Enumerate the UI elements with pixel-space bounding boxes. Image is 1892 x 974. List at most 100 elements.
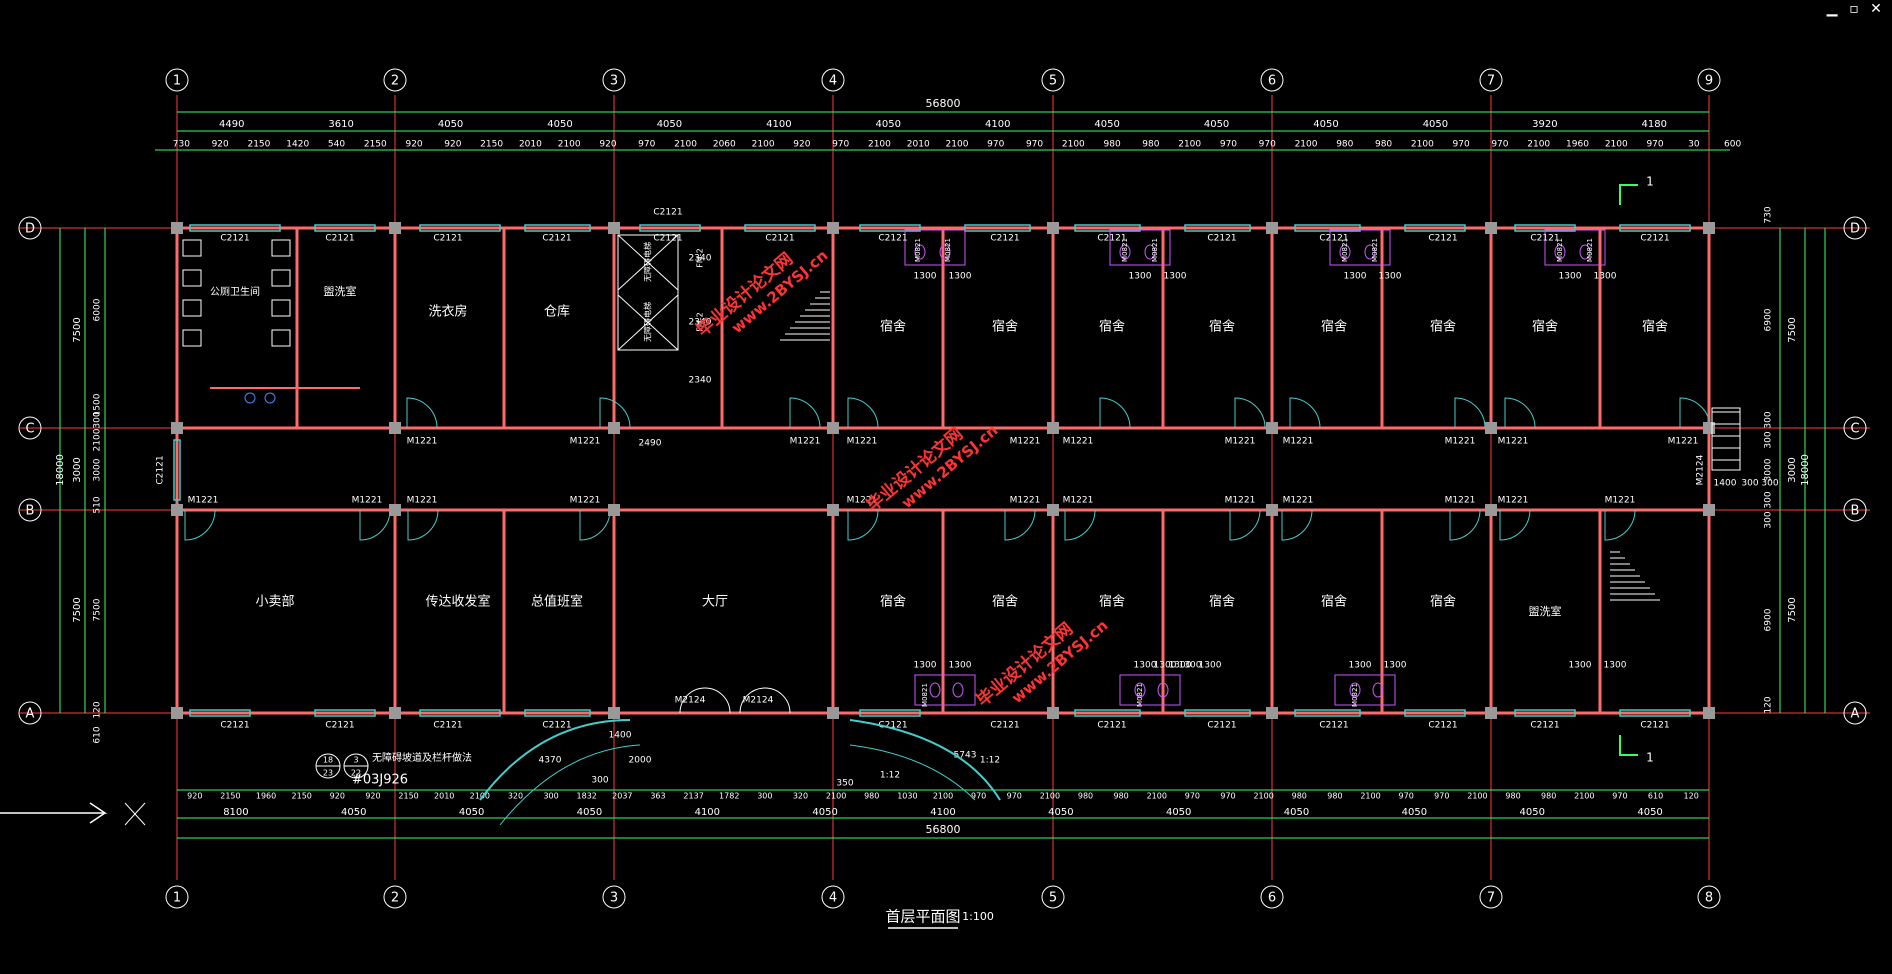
tag-door: M1221: [407, 496, 438, 506]
close-button[interactable]: ✕: [1870, 1, 1882, 17]
minimize-button[interactable]: ▁: [1826, 1, 1838, 17]
column: [827, 504, 839, 516]
column: [1047, 422, 1059, 434]
room-dorm: 宿舍: [1430, 319, 1456, 335]
tag-fire: FM-2: [696, 248, 705, 267]
room-hall: 大厅: [702, 595, 728, 610]
dim-misc: 1300: [1129, 272, 1152, 282]
dim-detail-bottom: 2100: [826, 792, 846, 801]
axis-bubble-top: [602, 68, 626, 92]
dim-bay-top: 4050: [1313, 119, 1338, 130]
restore-button[interactable]: ▫: [1849, 1, 1859, 17]
tag-toilet-door: M0821: [1341, 238, 1349, 262]
dim-detail-top: 970: [1453, 140, 1470, 150]
tag-window: C2121: [542, 234, 571, 244]
dim-detail-bottom: 363: [650, 792, 665, 801]
dim-detail-bottom: 1030: [897, 792, 917, 801]
tag-window: C2121: [1319, 721, 1348, 731]
columns: [171, 222, 1715, 719]
dim-bay-bottom: 4050: [341, 807, 366, 818]
dim-misc: 1300: [1559, 272, 1582, 282]
column: [389, 222, 401, 234]
column: [827, 222, 839, 234]
window: [1074, 709, 1141, 717]
column: [1047, 222, 1059, 234]
dim-detail-bottom: 2137: [683, 792, 703, 801]
dim-misc: 1300: [1569, 661, 1592, 671]
note-bubble-bottom: 23: [323, 769, 333, 778]
dim-detail-bottom: 2100: [1360, 792, 1380, 801]
tag-window: C2121: [1530, 721, 1559, 731]
toilet-fixture: [1554, 244, 1566, 260]
elevator-shaft: [617, 234, 679, 351]
tag-toilet-door: M0821: [1371, 238, 1379, 262]
dim-left-detail: 2100: [93, 428, 103, 451]
tag-toilet-door: M0821: [921, 683, 929, 707]
direction-x: [124, 802, 146, 826]
dim-bay-bottom: 8100: [223, 807, 248, 818]
door-swing: [1449, 509, 1481, 541]
tag-window: C2121: [1207, 234, 1236, 244]
dim-left-detail: 300: [93, 411, 103, 428]
window: [1184, 224, 1251, 232]
tag-window: C2121: [990, 721, 1019, 731]
tag-window: C2121: [990, 234, 1019, 244]
dim-detail-top: 920: [405, 140, 422, 150]
column: [827, 422, 839, 434]
tag-window: C2121: [653, 208, 682, 218]
note-bubble-bottom: 22: [351, 769, 361, 778]
dim-detail-top: 2100: [946, 140, 969, 150]
dim-detail-top: 2150: [247, 140, 270, 150]
dim-right-detail: 300: [1764, 511, 1774, 528]
axis-bubble-label: 1: [173, 891, 181, 906]
note-text: 无障碍坡道及栏杆做法: [372, 751, 472, 764]
axis-bubble-label: 4: [829, 74, 837, 89]
axis-bubble-label: 4: [829, 891, 837, 906]
dim-misc: 1300: [914, 272, 937, 282]
door-swing: [599, 397, 631, 429]
tag-door: M1221: [1445, 437, 1476, 447]
axis-bubble-label: C: [1850, 422, 1859, 437]
room-dorm: 宿舍: [1642, 319, 1668, 335]
dim-misc: 1300: [1349, 661, 1372, 671]
tag-window: C2121: [1640, 234, 1669, 244]
dim-right-detail: 300: [1764, 491, 1774, 508]
window: [1074, 224, 1141, 232]
window: [314, 709, 376, 717]
dim-bay-bottom: 4050: [812, 807, 837, 818]
axis-bubble-label: 6: [1268, 74, 1276, 89]
axis-bubble-label: 8: [1705, 891, 1713, 906]
entrance-door: [739, 687, 766, 714]
room-shop: 小卖部: [255, 595, 294, 610]
column: [608, 222, 620, 234]
dim-detail-top: 2100: [1295, 140, 1318, 150]
axis-bubble-side: [18, 498, 42, 522]
tag-door: M1221: [847, 437, 878, 447]
elevator-x: [617, 234, 679, 291]
stall: [271, 269, 291, 287]
axis-bubble-label: 3: [610, 74, 618, 89]
column: [171, 504, 183, 516]
dim-detail-top: 2100: [1605, 140, 1628, 150]
tag-door: M1221: [1010, 437, 1041, 447]
toilet-fixture: [1579, 244, 1591, 260]
tag-door: M1221: [847, 496, 878, 506]
axis-bubble-bottom: [821, 885, 845, 909]
tag-toilet-door: M0821: [914, 238, 922, 262]
dim-right-detail: 120: [1764, 696, 1774, 713]
dim-detail-bottom: 610: [1648, 792, 1663, 801]
stairs: [617, 234, 1660, 601]
dim-left-bay: 3000: [72, 457, 83, 482]
entrance-door: [704, 687, 731, 714]
stall: [182, 299, 202, 317]
tag-door: M1221: [1498, 496, 1529, 506]
stall: [271, 329, 291, 347]
dim-right-detail: 300: [1764, 431, 1774, 448]
toilet-cubicle: [1119, 674, 1181, 706]
tag-door: M1221: [1063, 496, 1094, 506]
window: [1404, 709, 1466, 717]
window: [1514, 709, 1576, 717]
axis-bubble-bottom: [1260, 885, 1284, 909]
